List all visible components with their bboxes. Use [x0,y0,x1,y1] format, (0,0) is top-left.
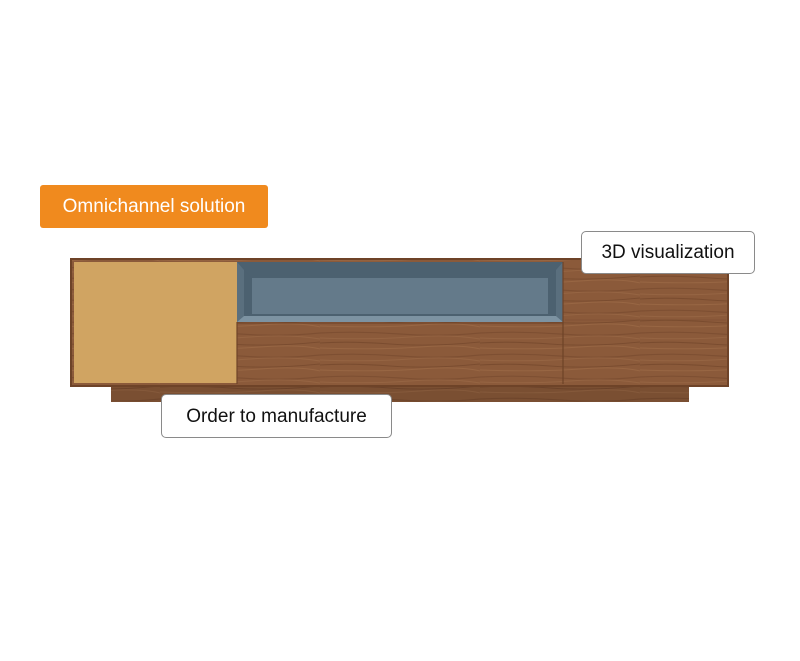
blue-drawer-panel [252,278,548,314]
omnichannel-solution-badge: Omnichannel solution [40,185,268,228]
drawer-inner-top [244,270,556,278]
order-to-manufacture-callout: Order to manufacture [161,394,392,438]
yellow-door-panel [74,262,237,383]
3d-visualization-callout: 3D visualization [581,231,755,274]
